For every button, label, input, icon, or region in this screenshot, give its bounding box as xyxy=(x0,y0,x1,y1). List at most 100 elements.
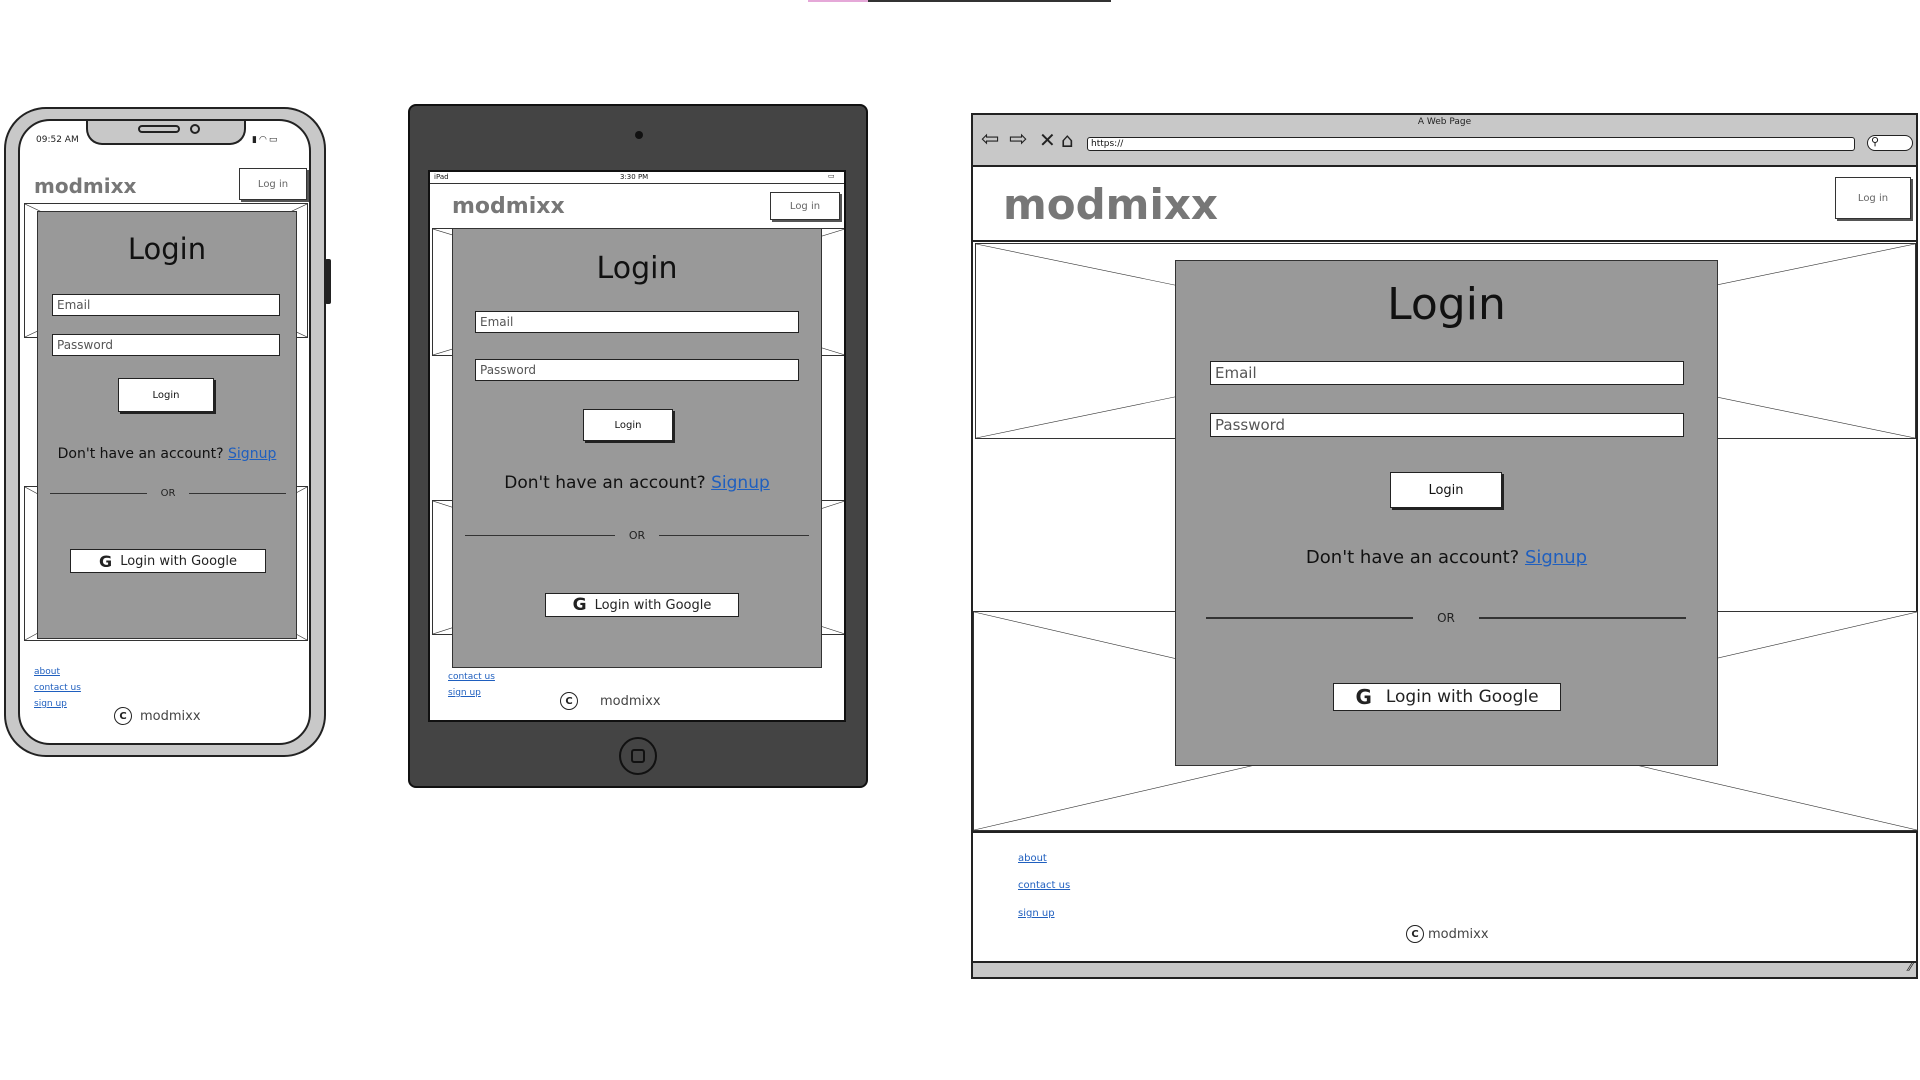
tablet-login-title: Login xyxy=(596,251,678,286)
browser-brand-logo[interactable]: modmixx xyxy=(1003,180,1219,229)
browser-chrome: A Web Page ⇦ ⇨ ✕ ⌂ https:// ⚲ xyxy=(973,115,1916,167)
phone-google-label: Login with Google xyxy=(120,553,237,569)
home-icon[interactable]: ⌂ xyxy=(1061,128,1074,152)
phone-footer-signup[interactable]: sign up xyxy=(34,699,67,709)
tablet-header-login-button[interactable]: Log in xyxy=(770,192,840,220)
phone-login-card: Login Email Password Login Don't have an… xyxy=(37,211,297,639)
browser-login-card: Login Email Password Login Don't have an… xyxy=(1175,260,1718,766)
tablet-footer-signup[interactable]: sign up xyxy=(448,688,481,698)
tablet-brand-logo[interactable]: modmixx xyxy=(452,194,565,219)
phone-footer-contact[interactable]: contact us xyxy=(34,683,81,693)
browser-title: A Web Page xyxy=(1417,117,1472,127)
battery-icon: ▭ xyxy=(828,172,835,180)
wifi-icon: ◠ xyxy=(258,135,269,145)
browser-footer-contact[interactable]: contact us xyxy=(1018,880,1071,891)
tablet-status-device: iPad xyxy=(434,173,449,181)
phone-or-line-right xyxy=(189,492,287,495)
browser-google-label: Login with Google xyxy=(1385,687,1539,707)
phone-status-icons: ▮◠▭ xyxy=(252,135,279,145)
tablet-status-bar: iPad 3:30 PM ▭ xyxy=(430,172,844,184)
phone-side-button xyxy=(325,259,331,304)
browser-header-login-button[interactable]: Log in xyxy=(1835,177,1911,219)
browser-login-title: Login xyxy=(1387,279,1506,330)
tablet-status-time: 3:30 PM xyxy=(620,173,649,181)
top-accent-bar xyxy=(808,0,868,2)
browser-search-box[interactable]: ⚲ xyxy=(1867,135,1913,151)
tablet-google-label: Login with Google xyxy=(594,597,712,613)
tablet-screen: iPad 3:30 PM ▭ modmixx Log in Login Emai… xyxy=(428,170,846,722)
tablet-password-input[interactable]: Password xyxy=(475,359,799,381)
battery-icon: ▭ xyxy=(268,135,280,145)
browser-password-input[interactable]: Password xyxy=(1210,413,1684,437)
tablet-no-account-text: Don't have an account? xyxy=(504,473,706,493)
browser-footer-signup[interactable]: sign up xyxy=(1018,908,1055,919)
phone-screen: 09:52 AM ▮◠▭ modmixx Log in Login Email … xyxy=(18,119,311,745)
phone-footer-about[interactable]: about xyxy=(34,667,60,677)
phone-brand-logo[interactable]: modmixx xyxy=(34,174,137,198)
browser-signup-prompt: Don't have an account? Signup xyxy=(1176,547,1717,568)
phone-notch xyxy=(86,121,246,145)
phone-email-input[interactable]: Email xyxy=(52,294,280,316)
signal-icon: ▮ xyxy=(252,135,259,145)
tablet-or-divider: OR xyxy=(465,529,809,542)
browser-footer-brand: modmixx xyxy=(1428,926,1489,942)
browser-signup-link[interactable]: Signup xyxy=(1524,547,1588,568)
phone-or-divider: OR xyxy=(50,488,287,499)
tablet-or-line-left xyxy=(465,534,615,537)
phone-speaker xyxy=(138,125,180,133)
browser-or-divider: OR xyxy=(1206,611,1687,625)
phone-password-input[interactable]: Password xyxy=(52,334,280,356)
phone-status-time: 09:52 AM xyxy=(36,135,79,145)
browser-url-bar[interactable]: https:// xyxy=(1087,137,1855,151)
phone-or-text: OR xyxy=(160,488,176,499)
browser-footer-divider xyxy=(973,831,1916,833)
phone-or-line-left xyxy=(50,492,147,495)
browser-status-bar: ⁄⁄ xyxy=(973,961,1916,977)
phone-no-account-text: Don't have an account? xyxy=(57,446,224,462)
tablet-signup-link[interactable]: Signup xyxy=(711,473,770,493)
phone-google-login-button[interactable]: G Login with Google xyxy=(70,549,266,573)
browser-google-login-button[interactable]: G Login with Google xyxy=(1333,683,1561,711)
tablet-login-button[interactable]: Login xyxy=(583,409,673,441)
browser-or-line-right xyxy=(1478,617,1687,619)
tablet-or-text: OR xyxy=(628,529,646,542)
copyright-icon: C xyxy=(1406,925,1424,943)
tablet-or-line-right xyxy=(659,534,809,537)
tablet-footer-contact[interactable]: contact us xyxy=(448,672,495,682)
phone-signup-link[interactable]: Signup xyxy=(228,446,277,462)
browser-footer-about[interactable]: about xyxy=(1018,853,1047,864)
tablet-mockup: iPad 3:30 PM ▭ modmixx Log in Login Emai… xyxy=(408,104,868,788)
copyright-icon: C xyxy=(114,707,132,725)
tablet-login-card: Login Email Password Login Don't have an… xyxy=(452,228,822,668)
copyright-icon: C xyxy=(560,692,578,710)
phone-signup-prompt: Don't have an account? Signup xyxy=(38,446,296,462)
tablet-footer-brand: modmixx xyxy=(600,693,661,709)
forward-arrow-icon[interactable]: ⇨ xyxy=(1009,127,1028,152)
google-g-icon: G xyxy=(1355,685,1372,709)
browser-url-text: https:// xyxy=(1091,139,1124,149)
tablet-footer-copyright: C modmixx xyxy=(560,692,661,710)
tablet-email-input[interactable]: Email xyxy=(475,311,799,333)
browser-no-account-text: Don't have an account? xyxy=(1305,547,1520,568)
browser-login-button[interactable]: Login xyxy=(1390,472,1502,508)
browser-email-input[interactable]: Email xyxy=(1210,361,1684,385)
browser-window: A Web Page ⇦ ⇨ ✕ ⌂ https:// ⚲ modmixx Lo… xyxy=(971,113,1918,979)
browser-or-text: OR xyxy=(1437,611,1455,625)
tablet-signup-prompt: Don't have an account? Signup xyxy=(453,473,821,493)
google-g-icon: G xyxy=(99,551,113,571)
tablet-camera xyxy=(635,131,643,139)
phone-header-login-button[interactable]: Log in xyxy=(239,168,307,200)
back-arrow-icon[interactable]: ⇦ xyxy=(981,127,1000,152)
browser-or-line-left xyxy=(1206,617,1414,619)
phone-mockup: 09:52 AM ▮◠▭ modmixx Log in Login Email … xyxy=(4,107,331,757)
tablet-google-login-button[interactable]: G Login with Google xyxy=(545,593,739,617)
top-divider-line xyxy=(868,0,1111,2)
phone-footer-brand: modmixx xyxy=(140,708,201,724)
phone-camera xyxy=(190,124,200,134)
close-icon[interactable]: ✕ xyxy=(1039,128,1056,152)
tablet-home-square xyxy=(631,749,645,763)
phone-login-button[interactable]: Login xyxy=(118,378,214,412)
browser-header-divider xyxy=(973,240,1916,242)
resize-grip-icon[interactable]: ⁄⁄ xyxy=(1908,961,1912,974)
phone-login-title: Login xyxy=(127,232,207,266)
